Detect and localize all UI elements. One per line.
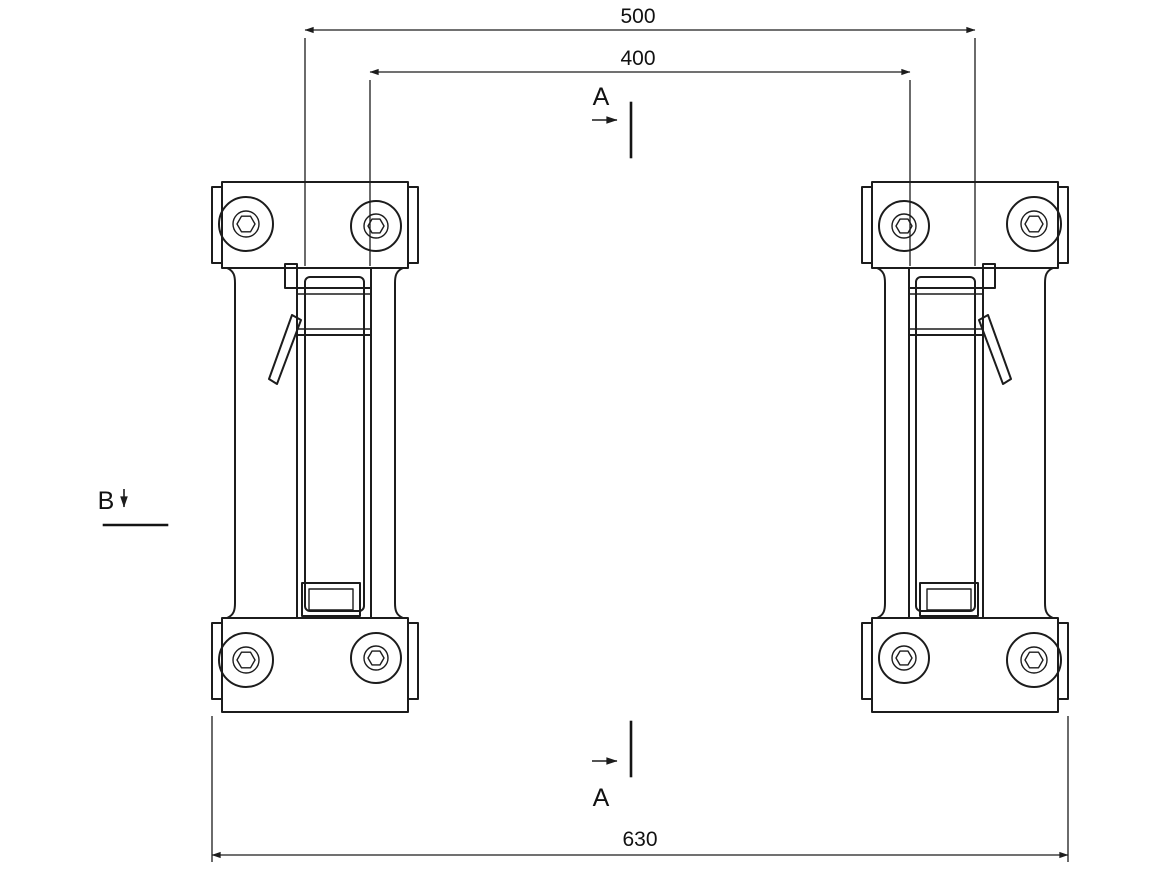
- dimension-630: 630: [211, 716, 1069, 862]
- top-flange: [221, 181, 409, 269]
- bottom-flange-left-tab: [211, 622, 223, 700]
- bolt-head-top-left: [218, 196, 274, 252]
- right-bracket: [861, 181, 1069, 713]
- section-a-bottom-label: A: [593, 784, 610, 812]
- latch-pivot-block: [284, 263, 298, 289]
- dimension-500: 500: [304, 5, 976, 266]
- locking-band: [296, 287, 372, 336]
- dimension-500-label: 500: [620, 5, 655, 28]
- section-a-top-label: A: [593, 83, 610, 111]
- bolt-head-bottom-left: [218, 632, 274, 688]
- bolt-head-bottom-right: [350, 632, 402, 684]
- latch-lever: [268, 314, 302, 385]
- dimension-400-label: 400: [620, 47, 655, 70]
- bolt-head-top-right: [350, 200, 402, 252]
- section-marker-a-bottom: A: [592, 720, 633, 812]
- body-right-edge: [394, 267, 404, 619]
- body-left-edge: [226, 267, 236, 619]
- top-flange-right-tab: [407, 186, 419, 264]
- section-marker-a-top: A: [592, 83, 633, 159]
- dimension-400: 400: [369, 47, 911, 266]
- section-b-label: B: [98, 487, 115, 515]
- section-marker-b: B: [98, 487, 169, 527]
- bottom-flange-right-tab: [407, 622, 419, 700]
- top-flange-left-tab: [211, 186, 223, 264]
- left-bracket: [211, 181, 419, 713]
- slot-window: [304, 276, 365, 612]
- dimension-630-label: 630: [622, 828, 657, 851]
- bottom-slot-plate: [301, 582, 361, 617]
